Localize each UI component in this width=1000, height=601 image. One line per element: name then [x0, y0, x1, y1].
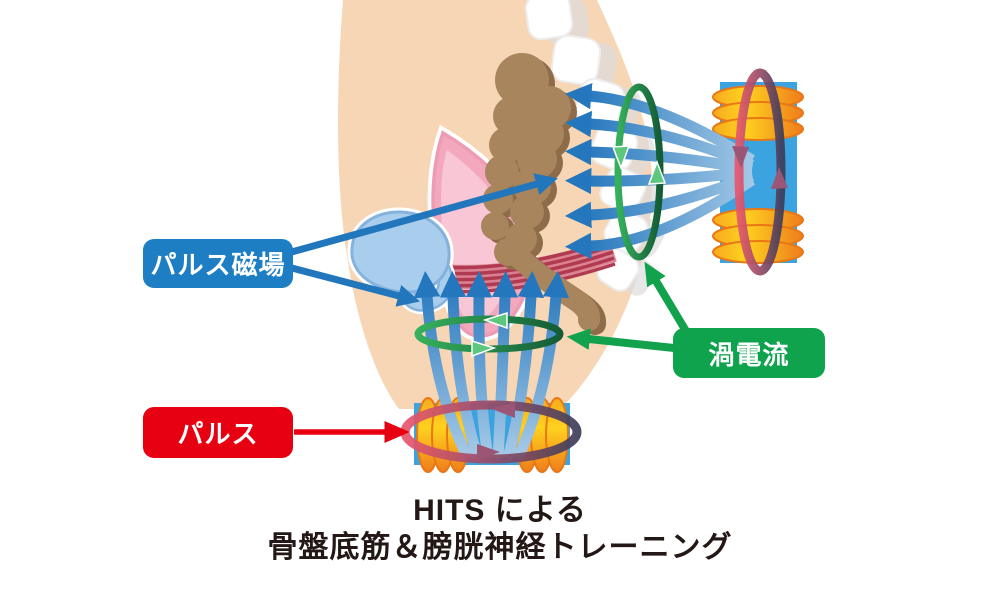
rectum-colon [481, 53, 607, 335]
eddy-current-label-text: 渦電流 [708, 339, 790, 370]
pulse-current-ring-right [732, 68, 788, 276]
diagram-caption: HITS による 骨盤底筋＆膀胱神経トレーニング [0, 492, 1000, 566]
pulse-magnetic-field-label: パルス磁場 [143, 239, 293, 288]
magnetic-field-lines-bottom [413, 270, 570, 461]
eddy-current-label: 渦電流 [673, 328, 825, 378]
pulse-magnetic-field-arrows [287, 173, 558, 307]
eddy-current-ring-vertical [611, 83, 667, 261]
caption-line-2: 骨盤底筋＆膀胱神経トレーニング [267, 531, 733, 564]
eddy-current-ring-horizontal [414, 311, 564, 358]
pulse-magnetic-field-label-text: パルス磁場 [150, 250, 286, 280]
eddy-current-arrows [566, 261, 690, 352]
magnetic-field-lines-right [564, 82, 756, 260]
caption-line-1: HITS による [413, 494, 587, 527]
pulse-label-text: パルス [177, 419, 259, 449]
pulse-label: パルス [143, 407, 293, 458]
